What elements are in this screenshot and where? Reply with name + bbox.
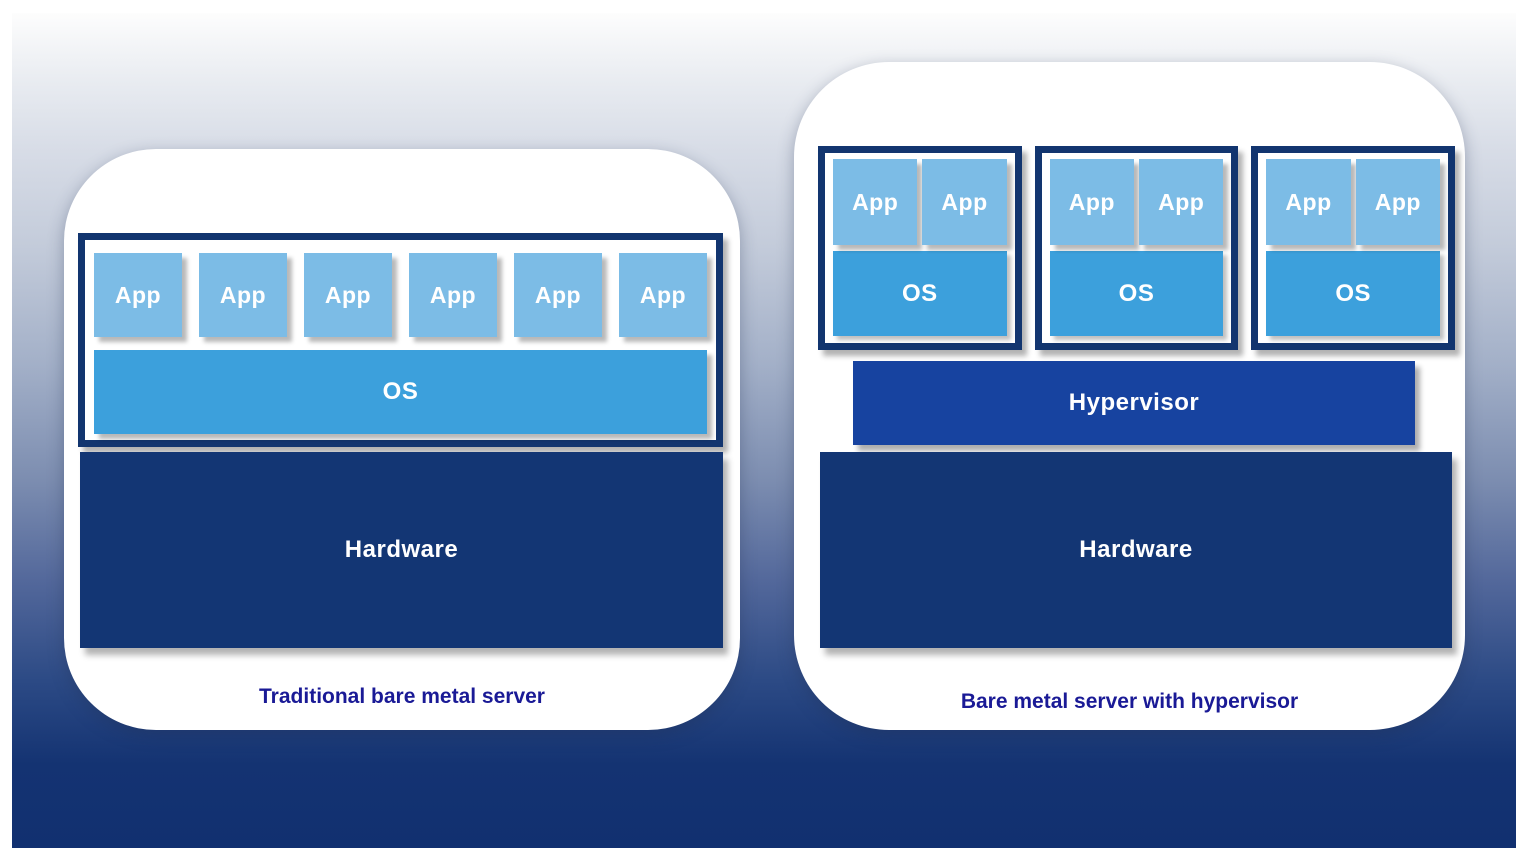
os-label: OS [901, 279, 938, 307]
vm-row: App App OS App App OS App App [818, 146, 1456, 350]
panel-caption: Traditional bare metal server [259, 685, 545, 708]
app-box: App [1139, 159, 1224, 245]
app-box: App [514, 253, 602, 337]
app-box: App [1266, 159, 1351, 245]
hypervisor-label: Hypervisor [1068, 389, 1200, 416]
app-box: App [1355, 159, 1441, 245]
hypervisor-server-panel: App App OS App App OS App App [794, 62, 1465, 730]
app-box: App [922, 159, 1007, 245]
app-label: App [852, 188, 899, 215]
panel-caption: Bare metal server with hypervisor [960, 690, 1299, 713]
hardware-box: Hardware [820, 452, 1452, 648]
vm-os-bar: OS [833, 251, 1007, 336]
hardware-label: Hardware [344, 536, 459, 563]
hardware-box: Hardware [80, 452, 723, 648]
app-box: App [304, 253, 392, 337]
os-bar: OS [94, 350, 707, 434]
app-os-container: App App App App App App OS [78, 233, 723, 447]
app-label: App [1374, 188, 1421, 215]
os-label: OS [382, 378, 419, 405]
app-label: App [1158, 188, 1205, 215]
app-box: App [1049, 159, 1135, 245]
vm-os-bar: OS [1049, 251, 1224, 336]
app-label: App [534, 281, 582, 308]
app-label: App [1068, 188, 1115, 215]
os-label: OS [1335, 279, 1372, 307]
app-box: App [199, 253, 287, 337]
app-box: App [409, 253, 497, 337]
vm-box: App App OS [1251, 146, 1456, 350]
hypervisor-bar: Hypervisor [853, 361, 1415, 445]
app-label: App [324, 281, 372, 308]
app-label: App [114, 281, 162, 308]
app-label: App [941, 188, 988, 215]
vm-box: App App OS [818, 146, 1022, 350]
app-box: App [619, 253, 707, 337]
app-label: App [429, 281, 477, 308]
vm-os-bar: OS [1266, 251, 1441, 336]
app-label: App [219, 281, 267, 308]
app-box: App [94, 253, 182, 337]
app-label: App [1285, 188, 1332, 215]
hardware-label: Hardware [1079, 536, 1193, 563]
apps-row: App App App App App App [85, 240, 716, 337]
app-box: App [833, 159, 918, 245]
vm-apps-row: App App [833, 159, 1007, 245]
vm-apps-row: App App [1266, 159, 1441, 245]
app-label: App [639, 281, 687, 308]
traditional-server-panel: App App App App App App OS Hardware Trad… [64, 149, 740, 730]
os-label: OS [1118, 279, 1155, 307]
vm-box: App App OS [1034, 146, 1239, 350]
vm-apps-row: App App [1049, 159, 1224, 245]
